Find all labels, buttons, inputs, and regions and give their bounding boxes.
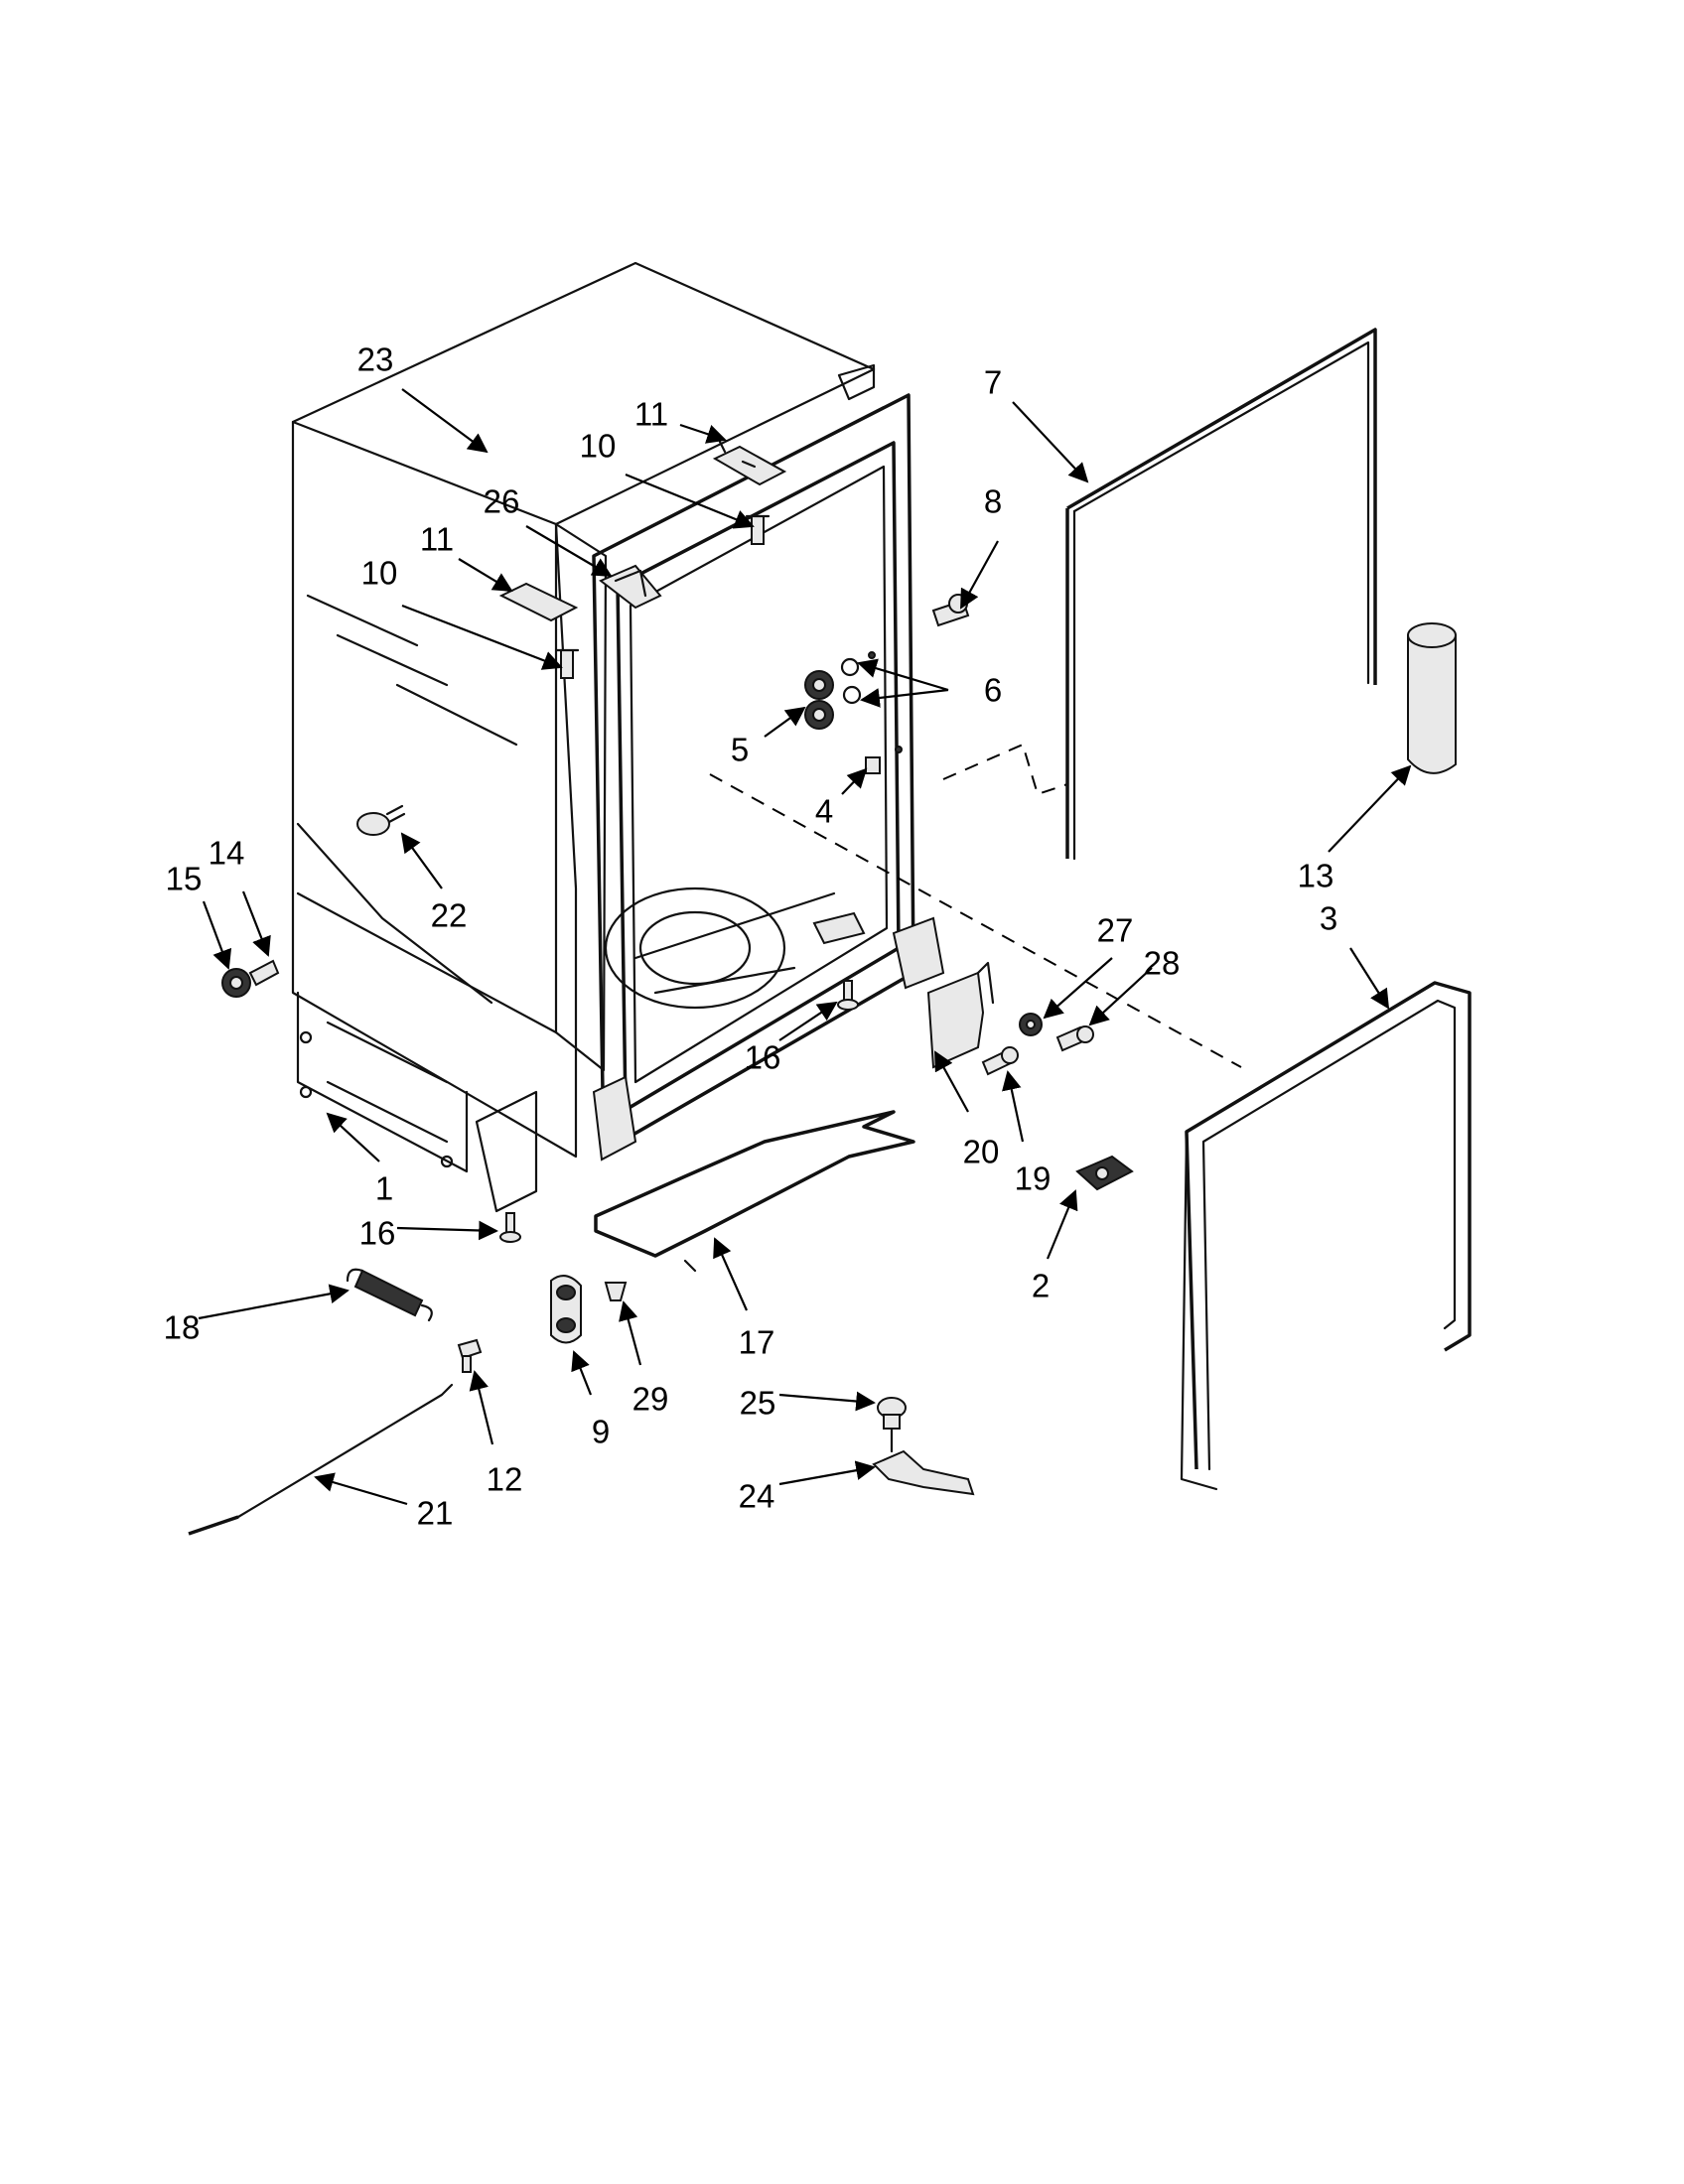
callout-5: 5 [731, 732, 749, 768]
screw-19 [981, 1046, 1019, 1076]
callout-14: 14 [209, 835, 245, 872]
callout-9: 9 [592, 1414, 610, 1450]
bolt-14 [248, 959, 280, 987]
callout-19: 19 [1015, 1160, 1052, 1197]
callout-21: 21 [417, 1495, 454, 1532]
rollers-5 [804, 670, 834, 730]
foot-16-upper [837, 980, 859, 1011]
clip-4 [865, 746, 903, 774]
screw-12 [457, 1338, 483, 1373]
bracket-26 [599, 564, 662, 610]
callout-6: 6 [984, 672, 1002, 709]
callout-4: 4 [815, 793, 833, 830]
callout-18: 18 [164, 1309, 201, 1346]
gasket-7 [1065, 328, 1377, 861]
tub-assembly [291, 261, 1242, 1213]
bumper-22 [356, 804, 406, 836]
rod-21 [188, 1383, 454, 1536]
grommet-9 [550, 1275, 582, 1344]
screw-8 [931, 594, 970, 627]
callout-11-left: 11 [420, 521, 454, 558]
callout-3: 3 [1320, 900, 1337, 937]
callout-10-left: 10 [361, 555, 398, 592]
callout-2: 2 [1032, 1268, 1050, 1304]
hinge-bracket-lower [498, 579, 579, 622]
callout-27: 27 [1097, 912, 1134, 949]
bracket-24 [872, 1428, 975, 1496]
callout-10-top: 10 [580, 428, 617, 465]
callout-13: 13 [1298, 858, 1334, 894]
spring-18 [346, 1268, 433, 1322]
grommet-29 [604, 1282, 628, 1301]
callout-22: 22 [431, 897, 468, 934]
shield-17 [594, 1110, 915, 1273]
callout-16-left: 16 [359, 1215, 396, 1252]
bolt-28 [1055, 1025, 1094, 1052]
washer-27 [1019, 1013, 1043, 1036]
callout-23: 23 [357, 341, 394, 378]
callout-labels: 23 11 10 26 11 10 7 8 6 5 4 13 3 22 15 1… [164, 341, 1338, 1532]
callout-7: 7 [984, 364, 1002, 401]
callout-15: 15 [166, 861, 203, 897]
callout-17: 17 [739, 1324, 775, 1361]
switch-25 [877, 1397, 907, 1430]
callout-29: 29 [632, 1381, 669, 1418]
callout-20: 20 [963, 1134, 1000, 1170]
foot-16-lower [499, 1212, 521, 1243]
callout-26: 26 [484, 483, 520, 520]
gasket-3 [1180, 981, 1472, 1491]
callout-24: 24 [739, 1478, 775, 1515]
callout-16-right: 16 [745, 1039, 781, 1076]
callout-8: 8 [984, 483, 1002, 520]
callout-1: 1 [375, 1170, 393, 1207]
bracket-20 [926, 961, 995, 1069]
nut-15 [221, 968, 251, 998]
latch-2 [1075, 1155, 1134, 1191]
callout-28: 28 [1144, 945, 1181, 982]
vent-tube-13 [1407, 622, 1457, 774]
washers-6 [840, 651, 876, 705]
screw-lower [554, 648, 580, 679]
leader-lines [198, 388, 1412, 1506]
callout-25: 25 [740, 1385, 776, 1422]
callout-12: 12 [487, 1461, 523, 1498]
callout-11-top: 11 [634, 396, 668, 433]
